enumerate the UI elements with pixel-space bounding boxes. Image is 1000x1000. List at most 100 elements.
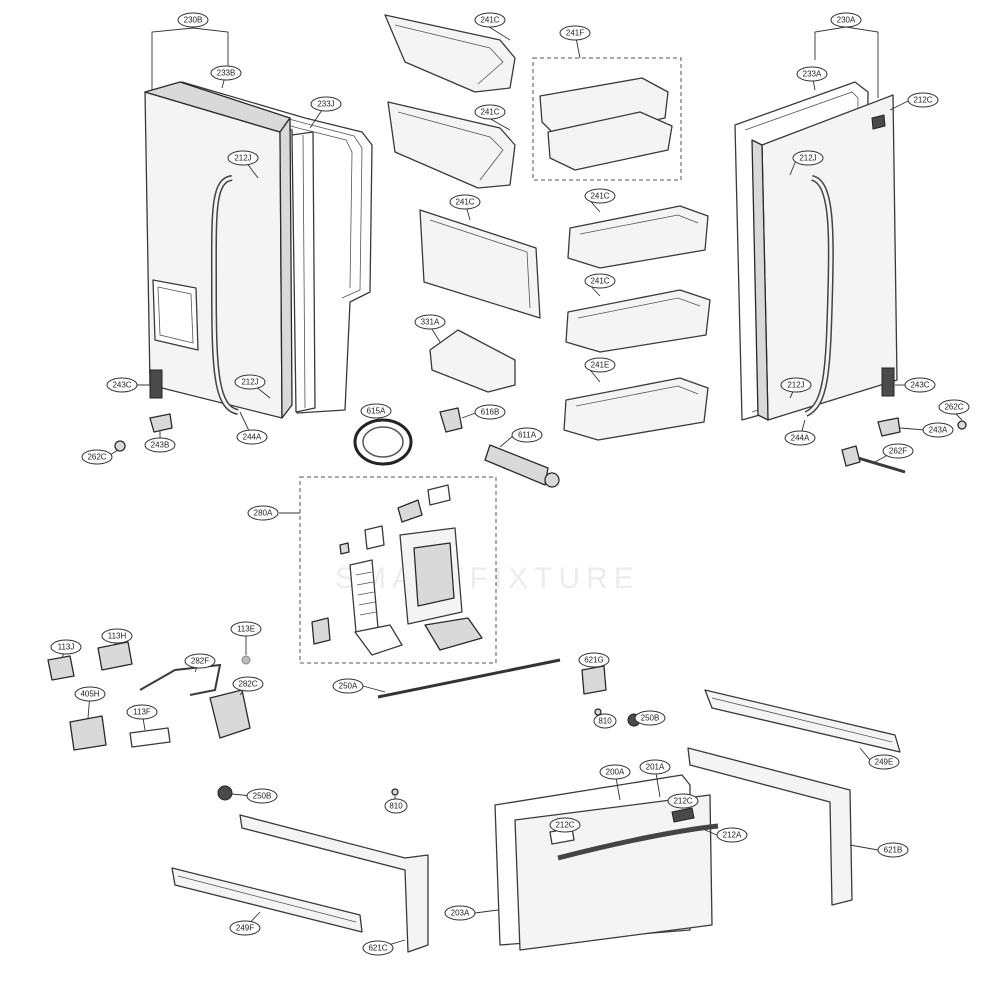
svg-text:243A: 243A — [929, 426, 948, 435]
left-door-assembly — [114, 81, 373, 452]
svg-text:810: 810 — [389, 802, 403, 811]
svg-text:616B: 616B — [481, 408, 500, 417]
svg-text:233B: 233B — [217, 69, 236, 78]
callout-241C-center: 241C — [449, 194, 481, 210]
svg-text:241F: 241F — [566, 29, 584, 38]
callout-212A: 212A — [716, 827, 748, 843]
icemaker-small-parts — [47, 641, 251, 751]
callout-241C-right-2: 241C — [584, 273, 616, 289]
dispenser-group-280A-box — [299, 476, 497, 664]
svg-text:621B: 621B — [884, 846, 903, 855]
door-bin-top-2 — [387, 101, 516, 189]
dispenser-drip-tray — [354, 624, 403, 656]
bracket-282F — [139, 663, 222, 696]
left-door-display-window — [152, 279, 199, 351]
callout-621B: 621B — [877, 842, 909, 858]
callout-230B: 230B — [177, 12, 209, 28]
svg-text:212C: 212C — [555, 821, 574, 830]
svg-text:212J: 212J — [241, 378, 258, 387]
callout-250A: 250A — [332, 678, 364, 694]
callout-241C-right-1: 241C — [584, 188, 616, 204]
svg-text:212J: 212J — [799, 154, 816, 163]
door-bin-241F-lower — [547, 111, 673, 171]
svg-text:241C: 241C — [455, 198, 474, 207]
svg-text:201A: 201A — [646, 763, 665, 772]
callout-212J-right-lower: 212J — [780, 377, 812, 393]
svg-text:250B: 250B — [253, 792, 272, 801]
door-bin-right-1 — [567, 205, 709, 269]
door-cover-241C — [419, 209, 541, 319]
svg-text:243C: 243C — [910, 381, 929, 390]
svg-text:621C: 621C — [368, 944, 387, 953]
part-113F — [129, 727, 171, 748]
svg-text:241E: 241E — [591, 361, 610, 370]
svg-text:243B: 243B — [151, 441, 170, 450]
callout-233A: 233A — [796, 66, 828, 82]
valve-616B — [439, 407, 463, 433]
svg-text:212C: 212C — [913, 96, 932, 105]
svg-text:212J: 212J — [234, 154, 251, 163]
svg-text:200A: 200A — [606, 768, 625, 777]
svg-text:212A: 212A — [723, 831, 742, 840]
callout-233J: 233J — [310, 96, 342, 112]
svg-text:249F: 249F — [236, 924, 254, 933]
svg-text:331A: 331A — [421, 318, 440, 327]
svg-text:241C: 241C — [590, 192, 609, 201]
svg-text:241C: 241C — [480, 16, 499, 25]
top-door-bins — [353, 14, 711, 488]
drawer-assembly — [171, 658, 901, 953]
filter-611A — [484, 444, 549, 486]
callout-243B: 243B — [144, 437, 176, 453]
callout-113E: 113E — [230, 621, 262, 637]
svg-text:244A: 244A — [791, 434, 810, 443]
svg-text:249E: 249E — [875, 758, 894, 767]
svg-text:405H: 405H — [80, 690, 99, 699]
svg-text:621G: 621G — [584, 656, 604, 665]
svg-text:230A: 230A — [837, 16, 856, 25]
callout-113J: 113J — [50, 639, 82, 655]
part-405H — [69, 715, 107, 751]
svg-text:262F: 262F — [889, 447, 907, 456]
watermark: SMARTFIXTURE — [335, 562, 640, 595]
svg-text:230B: 230B — [184, 16, 203, 25]
callout-611A: 611A — [511, 427, 543, 443]
right-door-hinge-243A — [877, 417, 901, 437]
left-door-hinge-bar — [291, 131, 316, 413]
svg-text:262C: 262C — [87, 453, 106, 462]
callout-616B: 616B — [474, 404, 506, 420]
callout-250B-1: 250B — [634, 710, 666, 726]
callout-249F: 249F — [229, 920, 261, 936]
part-113J — [47, 655, 75, 681]
svg-text:212C: 212C — [673, 797, 692, 806]
dispenser-assembly — [299, 476, 497, 664]
screw-810-1 — [594, 708, 602, 716]
callout-241C-top-1: 241C — [474, 12, 506, 28]
callout-621G: 621G — [578, 652, 610, 668]
callout-212J-right: 212J — [792, 150, 824, 166]
callout-282F: 282F — [184, 653, 216, 669]
callout-244A-right: 244A — [784, 430, 816, 446]
svg-text:810: 810 — [598, 717, 612, 726]
svg-text:113J: 113J — [58, 643, 75, 652]
screw-810-2 — [391, 788, 399, 796]
callout-243A: 243A — [922, 422, 954, 438]
callout-249E: 249E — [868, 754, 900, 770]
svg-text:243C: 243C — [112, 381, 131, 390]
svg-text:113H: 113H — [108, 632, 127, 641]
svg-text:282C: 282C — [238, 680, 257, 689]
right-door-pin-262C — [957, 420, 967, 430]
left-door-side-edge — [279, 117, 293, 419]
door-bin-right-3 — [563, 377, 709, 441]
svg-text:233J: 233J — [317, 100, 334, 109]
callout-282C: 282C — [232, 676, 264, 692]
svg-text:244A: 244A — [243, 433, 262, 442]
door-bin-241F-upper — [539, 77, 669, 141]
callout-243C-right: 243C — [904, 377, 936, 393]
callout-201A: 201A — [639, 759, 671, 775]
rail-249E — [704, 689, 901, 753]
callout-241C-top-2: 241C — [474, 104, 506, 120]
callout-212J-left: 212J — [227, 150, 259, 166]
svg-text:262C: 262C — [944, 403, 963, 412]
callout-244A-left: 244A — [236, 429, 268, 445]
